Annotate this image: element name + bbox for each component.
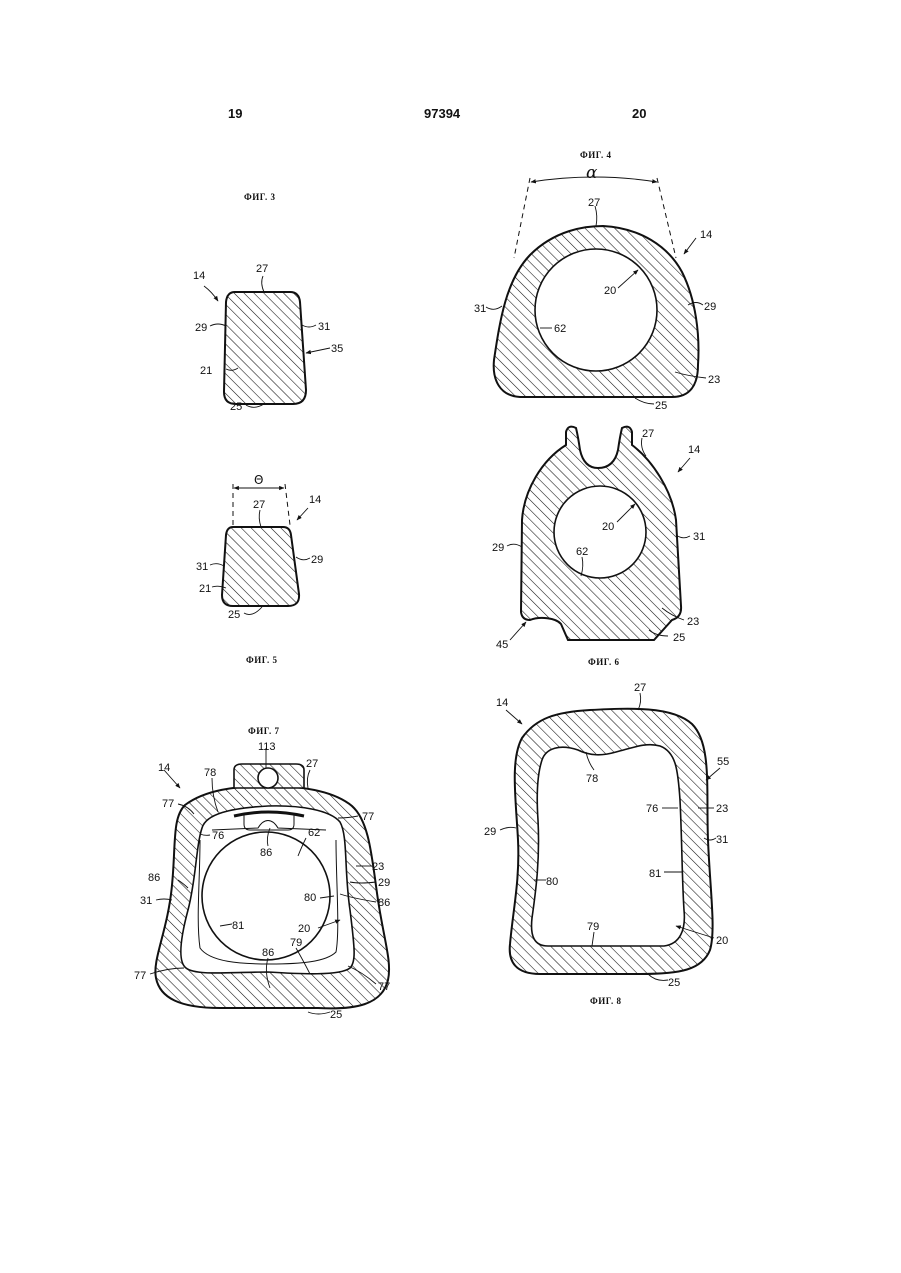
fig7-label-77b: 77 <box>362 811 374 823</box>
fig7-label-86b: 86 <box>148 872 160 884</box>
fig7-label-27: 27 <box>306 758 318 770</box>
fig3-drawing: 14 27 29 31 35 21 25 <box>193 263 343 413</box>
fig7-label-81: 81 <box>232 920 244 932</box>
fig4-label-23: 23 <box>708 374 720 386</box>
fig4-label-14: 14 <box>700 229 712 241</box>
fig3-label-35: 35 <box>331 343 343 355</box>
fig5-label-25: 25 <box>228 609 240 621</box>
fig7-label-80: 80 <box>304 892 316 904</box>
fig6-label-62: 62 <box>576 546 588 558</box>
fig8-label-76: 76 <box>646 803 658 815</box>
fig7-drawing: 113 14 78 27 77 77 76 62 86 23 86 29 31 … <box>134 741 390 1021</box>
fig6-label-14: 14 <box>688 444 700 456</box>
fig7-label-77a: 77 <box>162 798 174 810</box>
fig3-label-31: 31 <box>318 321 330 333</box>
fig4-label-62: 62 <box>554 323 566 335</box>
fig7-label-29: 29 <box>378 877 390 889</box>
fig3-label-29: 29 <box>195 322 207 334</box>
fig4-drawing: α 27 14 20 31 29 62 23 25 <box>474 163 720 412</box>
fig7-label-76: 76 <box>212 830 224 842</box>
fig3-label-25: 25 <box>230 401 242 413</box>
fig8-label-55: 55 <box>717 756 729 768</box>
fig8-label-80: 80 <box>546 876 558 888</box>
fig6-label-31: 31 <box>693 531 705 543</box>
fig4-label-31: 31 <box>474 303 486 315</box>
fig8-label-31: 31 <box>716 834 728 846</box>
fig8-inner-cavity <box>532 745 685 946</box>
fig6-label-20: 20 <box>602 521 614 533</box>
fig4-angle-alpha: α <box>586 163 598 183</box>
fig5-label-31: 31 <box>196 561 208 573</box>
fig6-label-25: 25 <box>673 632 685 644</box>
fig6-label-23: 23 <box>687 616 699 628</box>
fig7-label-79: 79 <box>290 937 302 949</box>
fig7-label-113: 113 <box>258 741 276 753</box>
fig4-label-20: 20 <box>604 285 616 297</box>
fig7-label-23: 23 <box>372 861 384 873</box>
fig8-label-78: 78 <box>586 773 598 785</box>
fig7-label-77d: 77 <box>378 981 390 993</box>
fig5-label-27: 27 <box>253 499 265 511</box>
fig5-drawing: Θ 27 14 31 29 21 25 <box>196 473 323 621</box>
fig8-label-29: 29 <box>484 826 496 838</box>
fig4-label-25: 25 <box>655 400 667 412</box>
fig8-label-79: 79 <box>587 921 599 933</box>
fig4-label-29: 29 <box>704 301 716 313</box>
fig8-label-20: 20 <box>716 935 728 947</box>
fig6-label-45: 45 <box>496 639 508 651</box>
fig7-label-86a: 86 <box>260 847 272 859</box>
fig5-label-21: 21 <box>199 583 211 595</box>
fig8-drawing: 14 27 55 78 76 23 29 31 80 81 79 20 25 <box>484 682 729 989</box>
fig3-section <box>224 292 306 404</box>
fig7-label-77c: 77 <box>134 970 146 982</box>
fig8-label-27: 27 <box>634 682 646 694</box>
fig7-label-86d: 86 <box>262 947 274 959</box>
fig7-label-86c: 86 <box>378 897 390 909</box>
fig6-label-27: 27 <box>642 428 654 440</box>
fig7-label-25: 25 <box>330 1009 342 1021</box>
fig4-label-27: 27 <box>588 197 600 209</box>
fig8-label-14: 14 <box>496 697 508 709</box>
fig7-label-14: 14 <box>158 762 170 774</box>
fig3-label-27: 27 <box>256 263 268 275</box>
fig8-label-23: 23 <box>716 803 728 815</box>
fig7-label-62: 62 <box>308 827 320 839</box>
fig7-label-31: 31 <box>140 895 152 907</box>
fig8-label-25: 25 <box>668 977 680 989</box>
fig7-label-78: 78 <box>204 767 216 779</box>
fig7-label-20: 20 <box>298 923 310 935</box>
fig6-label-29: 29 <box>492 542 504 554</box>
fig6-bore <box>554 486 646 578</box>
fig6-drawing: 27 14 20 29 31 62 23 45 25 <box>492 427 705 651</box>
fig5-section <box>222 527 299 606</box>
fig8-label-81: 81 <box>649 868 661 880</box>
fig3-label-21: 21 <box>200 365 212 377</box>
fig4-bore <box>535 249 657 371</box>
fig5-angle-theta: Θ <box>254 473 263 487</box>
fig3-label-14: 14 <box>193 270 205 282</box>
fig5-label-14: 14 <box>309 494 321 506</box>
fig5-label-29: 29 <box>311 554 323 566</box>
